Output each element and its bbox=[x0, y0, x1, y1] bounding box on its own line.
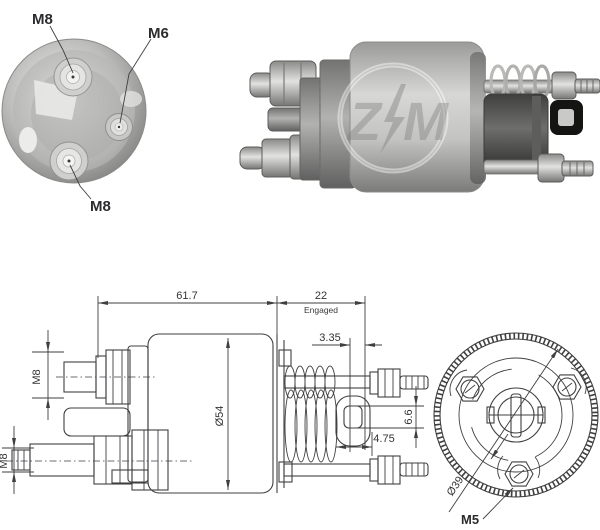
plunger-eye-slot bbox=[343, 405, 363, 429]
bottom-rod bbox=[283, 463, 371, 477]
dim-3-35-value: 3.35 bbox=[319, 332, 340, 344]
dim-3-35: 3.35 bbox=[312, 332, 382, 347]
side-dimension-drawing: 61.7 22 Engaged 3.35 Ø54 M8 bbox=[0, 290, 429, 494]
body-outline bbox=[147, 333, 274, 494]
m5-callout: M5 bbox=[461, 487, 514, 527]
photo-bottom-stud-tip bbox=[239, 146, 266, 170]
dim-overall-length-value: 61.7 bbox=[176, 290, 197, 302]
m5-screw-top-left bbox=[455, 376, 485, 402]
inner-arc-circle bbox=[469, 368, 563, 462]
front-cap-outline bbox=[127, 345, 149, 483]
photo-br-stud-nut bbox=[537, 153, 565, 183]
center-hub bbox=[486, 387, 546, 443]
dim-eye-depth-value: 4.75 bbox=[373, 433, 394, 445]
top-stud-nut bbox=[377, 368, 401, 398]
hub-slot bbox=[510, 393, 522, 438]
photo-tr-stud-nut bbox=[551, 71, 577, 100]
watermark-zm-logo: Z M bbox=[337, 62, 449, 174]
watermark-letter-m: M bbox=[403, 92, 449, 152]
dim-body-diameter-value: Ø54 bbox=[214, 406, 226, 427]
lower-stud-nut-2 bbox=[131, 429, 169, 491]
dim-upper-thread-value: M8 bbox=[31, 369, 43, 384]
highlight-blob bbox=[19, 127, 37, 153]
dim-stroke: 22 Engaged bbox=[277, 290, 365, 315]
top-rod bbox=[283, 375, 371, 389]
end-cap-face bbox=[13, 50, 135, 172]
lower-stud-tip bbox=[11, 449, 31, 471]
dim-eye-depth: 4.75 bbox=[336, 432, 395, 456]
bolt-circle bbox=[458, 357, 574, 473]
dim-stroke-note: Engaged bbox=[304, 305, 338, 315]
leader-m8-top bbox=[49, 25, 74, 74]
m8-terminal-top bbox=[53, 57, 93, 97]
m6-label: M6 bbox=[148, 25, 169, 42]
bottom-stud-thread bbox=[399, 462, 429, 477]
leader-m5 bbox=[482, 487, 514, 520]
bottom-stud-nut bbox=[377, 455, 401, 485]
flange-tab-top bbox=[278, 349, 292, 367]
photo-plunger-ring bbox=[532, 96, 541, 168]
rim-hatching bbox=[434, 333, 598, 497]
dim-overall-length: 61.7 bbox=[98, 290, 277, 305]
front-end-drawing: Ø39 M5 bbox=[433, 332, 599, 527]
leader-m8-bottom bbox=[69, 164, 92, 200]
photo-bottom-rod bbox=[483, 159, 543, 175]
terminal-end-photo: M8 M6 M8 bbox=[1, 11, 169, 215]
dim-upper-terminal-thread: M8 bbox=[31, 330, 64, 420]
lower-stud-shaft bbox=[29, 443, 95, 477]
m8-label-bottom: M8 bbox=[90, 198, 111, 215]
lower-stud-nut-1 bbox=[93, 435, 133, 485]
watermark-letter-z: Z bbox=[346, 92, 383, 152]
m5-screw-top-right bbox=[552, 374, 582, 400]
bracket-bar bbox=[63, 407, 131, 437]
dim-stroke-value: 22 bbox=[315, 290, 327, 302]
dim-lower-thread-value: M8 bbox=[0, 453, 10, 468]
watermark-lightning-icon bbox=[380, 84, 406, 154]
photo-eye-hole bbox=[558, 109, 574, 126]
leader-m6 bbox=[119, 38, 152, 124]
m6-terminal bbox=[105, 113, 133, 141]
photo-bottom-nut-1 bbox=[261, 138, 294, 178]
upper-stud-nut bbox=[105, 349, 131, 405]
dim-eye-height-value: 6.6 bbox=[403, 409, 415, 424]
m8-terminal-bottom bbox=[49, 141, 89, 181]
m5-screw-bottom bbox=[504, 461, 534, 487]
dim-body-diameter: Ø54 bbox=[214, 338, 230, 490]
return-spring bbox=[284, 365, 336, 399]
flange-tab-bottom bbox=[278, 461, 293, 483]
top-stud-thread bbox=[399, 375, 429, 390]
dim-eye-height: 6.6 bbox=[356, 386, 424, 448]
m5-label: M5 bbox=[461, 512, 479, 527]
m8-label-top: M8 bbox=[32, 11, 53, 28]
photo-body-end-ring bbox=[470, 52, 486, 184]
dim-lower-terminal-thread: M8 bbox=[0, 426, 34, 494]
product-photo: Z M bbox=[239, 41, 600, 193]
main-spring bbox=[284, 389, 338, 463]
bracket-foot bbox=[111, 469, 149, 484]
